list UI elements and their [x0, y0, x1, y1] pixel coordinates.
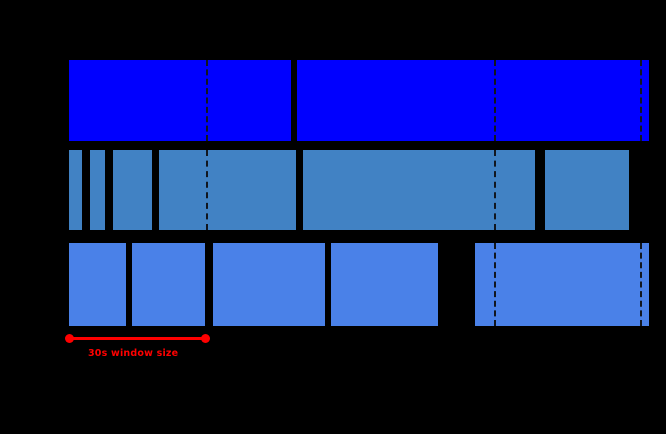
segment[interactable]: [331, 243, 438, 326]
timeline-track-2: [0, 150, 666, 230]
segment[interactable]: [132, 243, 205, 326]
window-size-annotation: 30s window size: [0, 334, 666, 367]
segment[interactable]: [69, 150, 82, 230]
annotation-left-endpoint: [65, 334, 74, 343]
segment[interactable]: [113, 150, 152, 230]
window-boundary-dash: [494, 150, 496, 230]
window-boundary-dash: [206, 150, 208, 230]
segment[interactable]: [159, 150, 296, 230]
window-boundary-dash: [206, 60, 208, 141]
segment[interactable]: [303, 150, 535, 230]
segment[interactable]: [213, 243, 325, 326]
annotation-label: 30s window size: [88, 348, 179, 359]
window-boundary-dash: [640, 60, 642, 141]
segment[interactable]: [90, 150, 105, 230]
segment[interactable]: [545, 150, 629, 230]
window-boundary-dash: [494, 60, 496, 141]
timeline-track-3: [0, 243, 666, 326]
annotation-right-endpoint: [201, 334, 210, 343]
segment[interactable]: [297, 60, 649, 141]
window-boundary-dash: [640, 243, 642, 326]
timeline-track-1: [0, 60, 666, 141]
segment[interactable]: [475, 243, 649, 326]
annotation-rule: [69, 337, 206, 340]
segment[interactable]: [69, 243, 126, 326]
window-boundary-dash: [494, 243, 496, 326]
segment[interactable]: [69, 60, 291, 141]
